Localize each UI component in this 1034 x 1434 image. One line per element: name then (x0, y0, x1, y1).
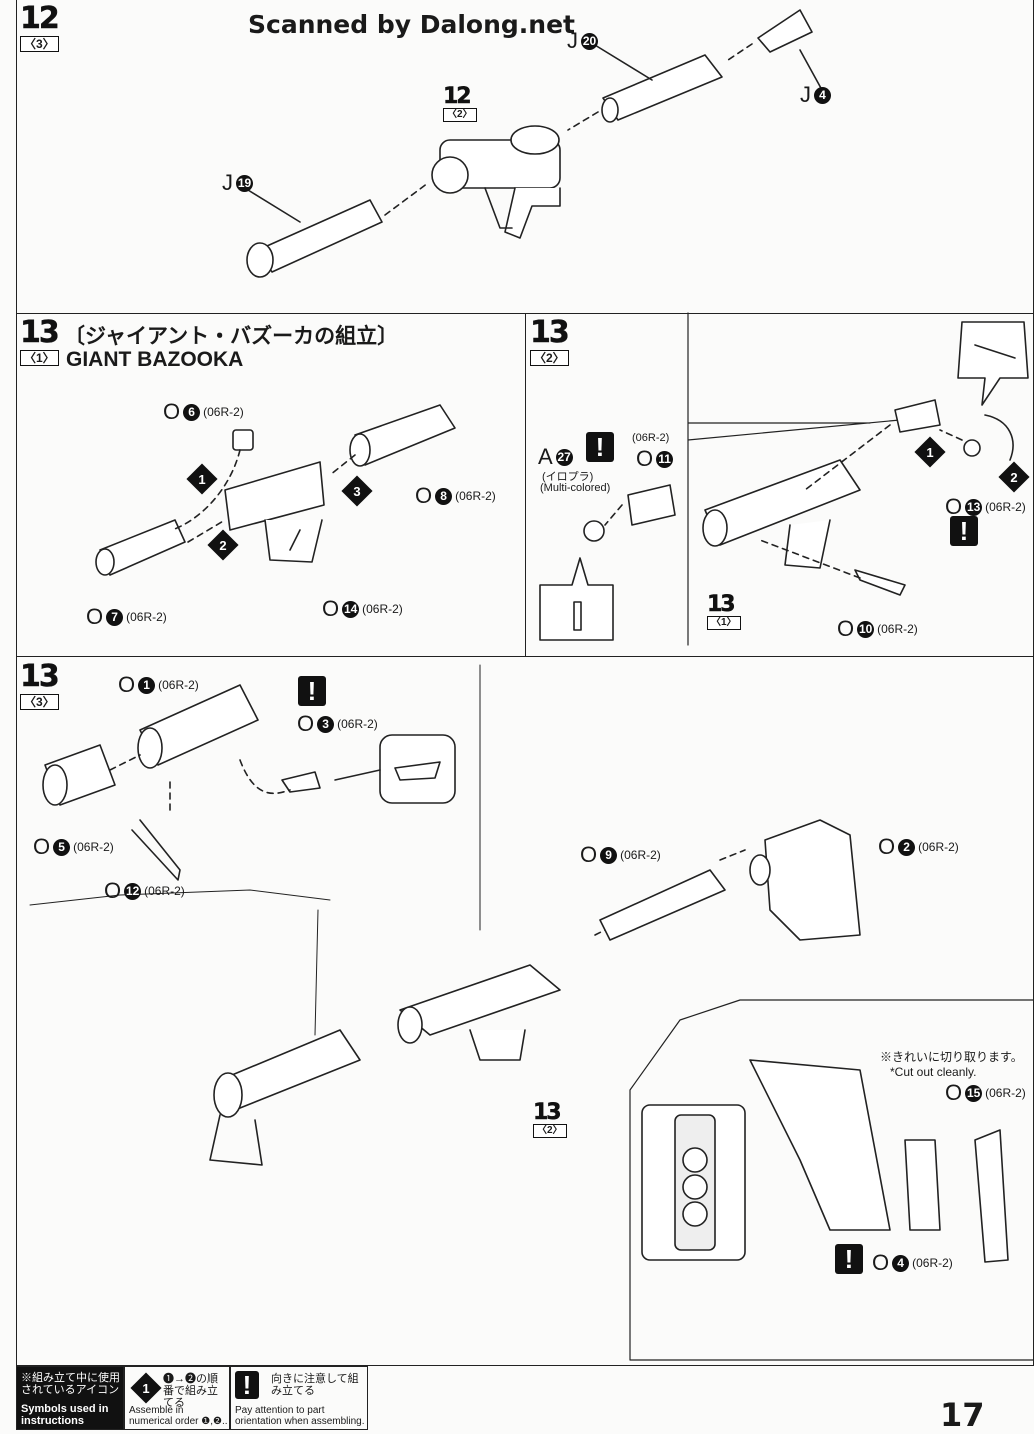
part-label-o11: O 11 (636, 446, 674, 472)
warning-icon: ! (298, 676, 326, 706)
step-13-3-substep: 〈3〉 (20, 694, 59, 710)
legend-title-cell: ※組み立て中に使用されているアイコン Symbols used in instr… (16, 1366, 124, 1430)
order-marker-1: 1 (186, 463, 218, 495)
part-o6-illustration (232, 429, 254, 451)
cut-note-en: *Cut out cleanly. (890, 1065, 977, 1079)
barrel-o9-illustration (599, 869, 726, 941)
magazine-o2-illustration (749, 819, 861, 941)
rear-assembly-13-3-illustration (209, 1029, 361, 1166)
ref-step-13-1-substep: 〈1〉 (707, 616, 741, 630)
part-label-o7: O 7 (06R-2) (86, 604, 167, 629)
magazine-detail-panel (629, 999, 1034, 1361)
rear-sleeve-o1-illustration (137, 684, 259, 769)
part-label-o1: O 1 (06R-2) (118, 672, 199, 697)
part-label-j20: J 20 (567, 28, 598, 53)
loop-handle-o12-illustration (131, 819, 181, 881)
lens-a27-illustration (539, 520, 614, 641)
order-marker-2: 2 (998, 461, 1030, 493)
ref-step-13-2-substep: 〈2〉 (533, 1124, 567, 1138)
machine-gun-body-illustration (431, 125, 561, 239)
part-label-o15: O 15 (06R-2) (945, 1080, 1026, 1105)
sight-o13-o11-illustrations (627, 399, 981, 526)
part-label-o12: O 12 (06R-2) (104, 878, 185, 903)
warning-icon: ! (586, 432, 614, 462)
dash-arrow-j19 (384, 182, 429, 216)
handle-o10-illustration (854, 569, 906, 596)
legend-numerical-order-cell: 1 ❶→❷の順番で組み立てる Assemble in numerical ord… (124, 1366, 230, 1430)
part-label-o14: O 14 (06R-2) (322, 596, 403, 621)
watermark-text: Scanned by Dalong.net (248, 10, 576, 39)
section-title-jp: 〔ジャイアント・バズーカの組立〕 (64, 325, 399, 348)
step-12-number: 12 (20, 1, 60, 36)
dash-arrow-j20 (567, 111, 599, 131)
warning-icon: ! (950, 516, 978, 546)
legend-orientation-jp: 向きに注意して組み立てる (271, 1373, 359, 1397)
bazooka-grip-o14-illustration (224, 461, 325, 563)
muzzle-j4-illustration (757, 9, 813, 53)
order-marker-1: 1 (914, 436, 946, 468)
part-label-o9: O 9 (06R-2) (580, 842, 661, 867)
bazooka-body-13-3-illustration (397, 964, 561, 1061)
part-label-o2: O 2 (06R-2) (878, 834, 959, 859)
part-label-o6: O 6 (06R-2) (163, 399, 244, 424)
step-13-2-substep: 〈2〉 (530, 350, 569, 366)
step-13-3-number: 13 (20, 659, 60, 694)
section-title-en: GIANT BAZOOKA (66, 348, 244, 371)
part-label-o8: O 8 (06R-2) (415, 483, 496, 508)
rear-tube-j19-illustration (246, 199, 383, 278)
a27-multicolor-en: (Multi-colored) (540, 482, 611, 494)
page-number: 17 (940, 1396, 985, 1434)
legend-title-en: Symbols used in instructions (21, 1403, 109, 1427)
part-o3-illustration (281, 734, 456, 804)
legend-order-icon: 1 (130, 1372, 162, 1404)
legend-orientation-cell: ! 向きに注意して組み立てる Pay attention to part ori… (230, 1366, 368, 1430)
step-13-1-number: 13 (20, 315, 60, 350)
ref-step-12-2-substep: 〈2〉 (443, 108, 477, 122)
legend-warning-icon: ! (235, 1370, 259, 1400)
part-label-o3: O 3 (06R-2) (297, 711, 378, 736)
ref-step-13-1-number: 13 (707, 592, 736, 617)
part-label-j4: J 4 (800, 82, 831, 108)
ref-step-13-2-number: 13 (533, 1100, 562, 1125)
part-label-a27: A 27 (538, 444, 573, 469)
ref-step-12-2-number: 12 (443, 84, 472, 109)
step-13-2-number: 13 (530, 315, 570, 350)
detail-bubble-o13 (957, 321, 1029, 406)
part-label-o5: O 5 (06R-2) (33, 834, 114, 859)
warning-icon: ! (835, 1244, 863, 1274)
bazooka-rear-o7-illustration (95, 519, 186, 576)
legend-order-en: Assemble in numerical order ❶,❷.. (129, 1405, 228, 1427)
order-marker-2: 2 (207, 529, 239, 561)
order-marker-3: 3 (341, 475, 373, 507)
legend-title-jp: ※組み立て中に使用されているアイコン (21, 1372, 120, 1396)
part-label-j19: J 19 (222, 170, 253, 195)
barrel-j20-illustration (601, 54, 723, 123)
part-label-o4: O 4 (06R-2) (872, 1250, 953, 1275)
part-label-o10: O 10 (06R-2) (837, 616, 918, 641)
a27-multicolor-jp: (イロプラ) (542, 471, 594, 483)
legend-order-jp: ❶→❷の順番で組み立てる (163, 1373, 218, 1409)
o11-runner-top: (06R-2) (632, 432, 670, 444)
step-12-substep: 〈3〉 (20, 36, 59, 52)
legend-orientation-en: Pay attention to part orientation when a… (235, 1405, 365, 1427)
dash-arrow-j4 (724, 43, 753, 63)
bazooka-assembly-13-2-illustration (702, 459, 861, 569)
part-label-o13: O 13 (06R-2) (945, 494, 1026, 519)
end-cap-o5-illustration (42, 744, 116, 806)
bazooka-front-o8-illustration (349, 404, 456, 467)
step-13-1-substep: 〈1〉 (20, 350, 59, 366)
cut-note-jp: ※きれいに切り取ります。 (880, 1050, 1023, 1064)
